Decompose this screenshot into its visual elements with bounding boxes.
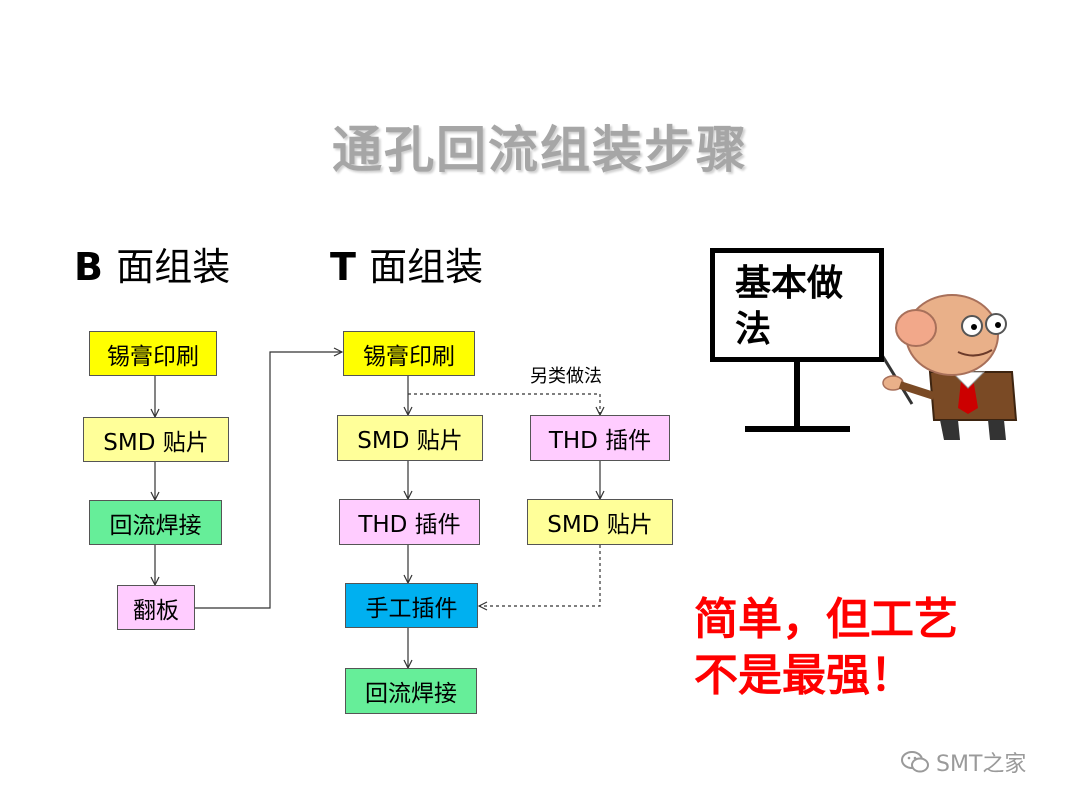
t-step-manual-insert: 手工插件: [345, 583, 478, 628]
alt-step-smd-placement: SMD 贴片: [527, 499, 673, 545]
wechat-icon: [901, 751, 929, 773]
t-step-smd-placement: SMD 贴片: [337, 415, 483, 461]
alt-step-thd-insert: THD 插件: [530, 415, 670, 461]
b-step-solder-paste-print: 锡膏印刷: [89, 331, 217, 376]
arrow-alt-start: [408, 393, 600, 415]
t-step-reflow: 回流焊接: [345, 668, 477, 714]
page-title: 通孔回流组装步骤: [332, 121, 748, 179]
alternative-label: 另类做法: [530, 366, 602, 387]
board-text: 基本做法: [735, 263, 844, 350]
watermark: SMT之家: [900, 746, 1026, 778]
b-step-reflow: 回流焊接: [89, 500, 222, 545]
bottom-side-heading: B 面组装: [74, 245, 231, 289]
presentation-board: 基本做法: [710, 248, 884, 362]
b-step-smd-placement: SMD 贴片: [83, 417, 229, 462]
teacher-illustration: [856, 294, 1018, 440]
t-step-thd-insert: THD 插件: [339, 499, 480, 545]
conclusion-note: 简单，但工艺 不是最强！: [694, 594, 958, 701]
b-step-flip-board: 翻板: [117, 585, 195, 630]
top-side-heading: T 面组装: [330, 245, 484, 289]
arrow-alt-end: [479, 545, 601, 606]
arrow-flip-to-top: [195, 352, 342, 609]
t-step-solder-paste-print: 锡膏印刷: [343, 331, 475, 376]
